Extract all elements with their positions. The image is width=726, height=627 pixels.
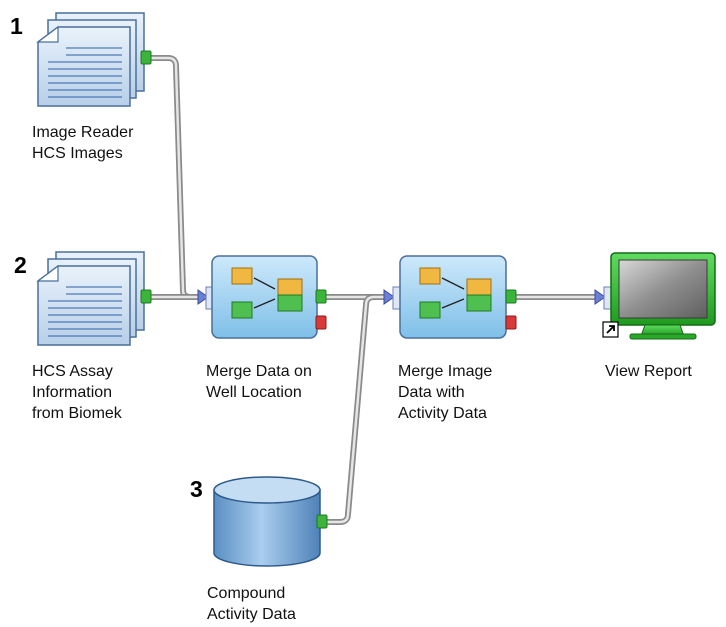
document-stack-icon: [36, 251, 145, 346]
merge-well-location-node[interactable]: [197, 255, 327, 339]
merge-cubes-icon: [231, 267, 303, 319]
input-port[interactable]: [197, 289, 209, 305]
output-port[interactable]: [140, 289, 152, 304]
merge-activity-data-label: Merge Image Data with Activity Data: [398, 363, 493, 422]
output-port[interactable]: [505, 289, 517, 304]
database-cylinder-icon: [213, 476, 321, 567]
merge-cubes-icon: [419, 267, 492, 319]
output-port[interactable]: [140, 50, 152, 65]
step-number-2: 2: [14, 252, 27, 278]
merge-well-location-label: Merge Data on Well Location: [206, 363, 312, 401]
merge-activity-data-node[interactable]: [383, 255, 517, 339]
step-number-1: 1: [10, 13, 23, 39]
step-number-3: 3: [190, 476, 203, 502]
input-port[interactable]: [594, 289, 606, 305]
output-port[interactable]: [315, 289, 327, 304]
hcs-assay-node[interactable]: [36, 251, 152, 346]
error-port[interactable]: [505, 315, 517, 330]
shortcut-arrow-icon: [602, 321, 619, 338]
image-reader-node[interactable]: [36, 12, 152, 107]
output-port[interactable]: [316, 514, 328, 529]
compound-activity-node[interactable]: [213, 476, 328, 567]
input-port[interactable]: [383, 289, 395, 305]
connector-compound-to-merge: [327, 294, 384, 525]
view-report-node[interactable]: [594, 252, 716, 340]
error-port[interactable]: [315, 315, 327, 330]
hcs-assay-label: HCS Assay Information from Biomek: [32, 363, 122, 422]
document-stack-icon: [36, 12, 145, 107]
monitor-icon: [610, 252, 716, 340]
connector-image-reader-to-merge: [150, 55, 204, 300]
compound-activity-label: Compound Activity Data: [207, 585, 296, 623]
view-report-label: View Report: [605, 363, 692, 380]
image-reader-label: Image Reader HCS Images: [32, 124, 134, 162]
